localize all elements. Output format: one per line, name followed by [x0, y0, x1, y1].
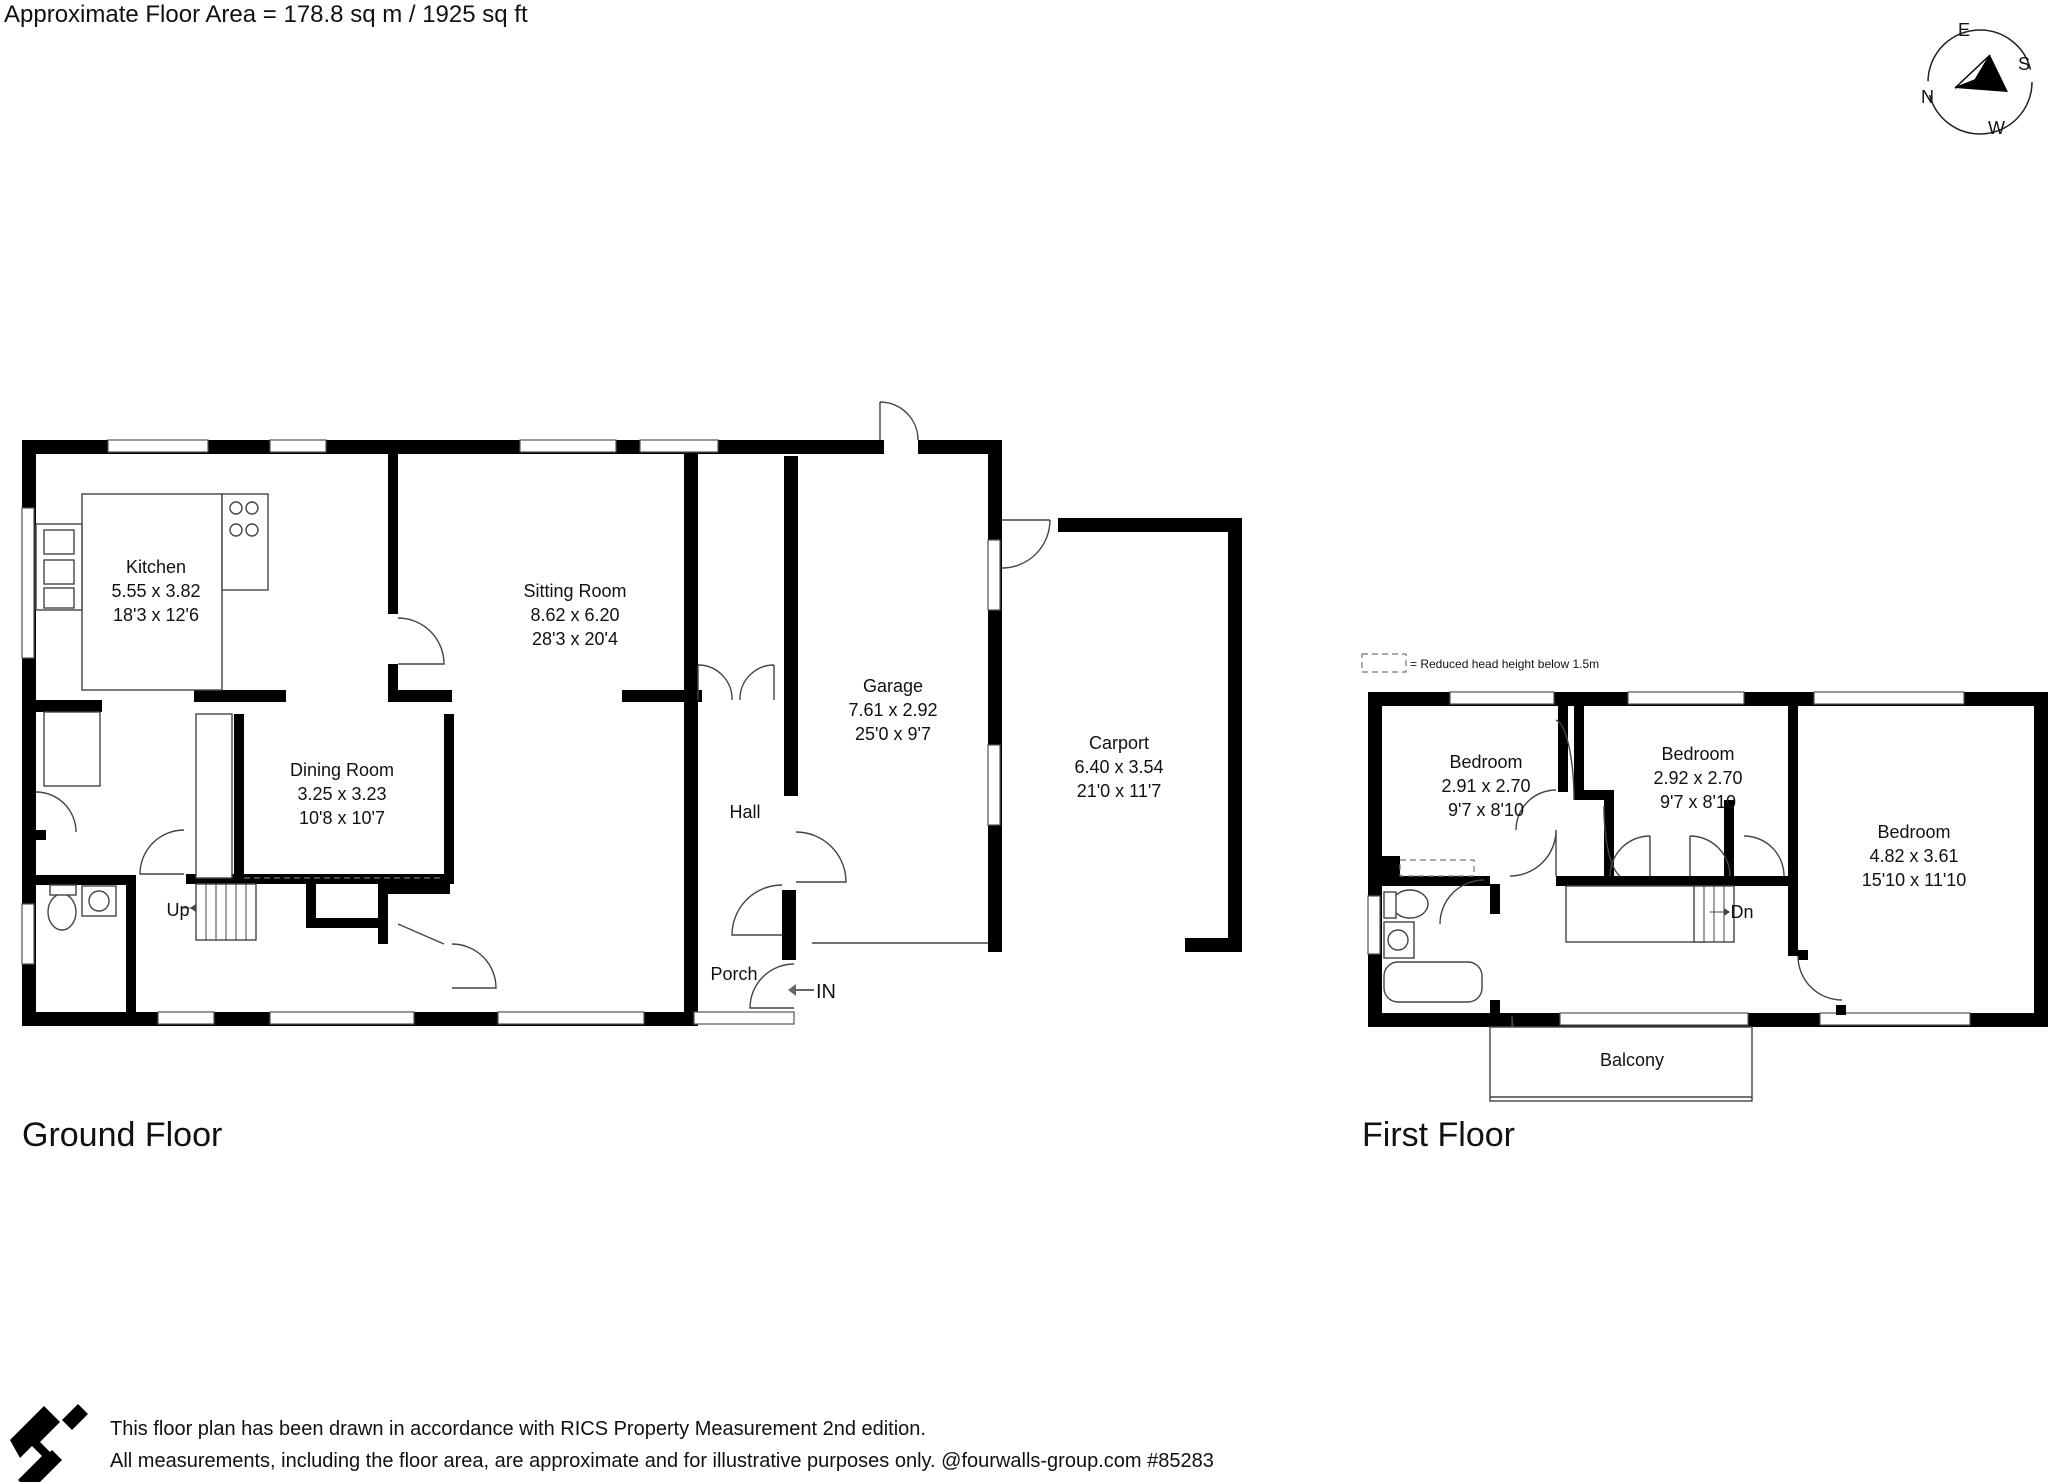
- dining-room-metric: 3.25 x 3.23: [297, 784, 386, 804]
- first-floor-title: First Floor: [1362, 1116, 1515, 1154]
- garage-metric: 7.61 x 2.92: [848, 700, 937, 720]
- carport-imperial: 21'0 x 11'7: [1077, 781, 1162, 801]
- footer-disclaimer-line1: This floor plan has been drawn in accord…: [110, 1418, 926, 1440]
- ground-floor-title: Ground Floor: [22, 1116, 222, 1154]
- dining-room-label: Dining Room 3.25 x 3.23 10'8 x 10'7: [290, 760, 394, 828]
- bedroom-3-imperial: 15'10 x 11'10: [1862, 870, 1967, 890]
- kitchen-imperial: 18'3 x 12'6: [113, 605, 199, 625]
- bedroom-1-imperial: 9'7 x 8'10: [1448, 800, 1524, 820]
- legend-swatch: [1361, 653, 1407, 673]
- bedroom-3-label: Bedroom 4.82 x 3.61 15'10 x 11'10: [1862, 822, 1967, 890]
- bedroom-2-metric: 2.92 x 2.70: [1653, 768, 1742, 788]
- carport-name: Carport: [1089, 733, 1149, 753]
- compass-west-label: W: [1988, 118, 2005, 138]
- compass-north-label: N: [1921, 87, 1934, 107]
- kitchen-metric: 5.55 x 3.82: [111, 581, 200, 601]
- sitting-room-name: Sitting Room: [523, 581, 626, 601]
- bedroom-2-name: Bedroom: [1661, 744, 1734, 764]
- sitting-room-metric: 8.62 x 6.20: [530, 605, 619, 625]
- hall-label: Hall: [729, 802, 760, 822]
- porch-label: Porch: [710, 964, 757, 984]
- kitchen-label: Kitchen 5.55 x 3.82 18'3 x 12'6: [111, 557, 200, 625]
- fourwalls-logo-icon: [10, 1404, 88, 1482]
- compass-south-label: S: [2018, 54, 2030, 74]
- bedroom-1-label: Bedroom 2.91 x 2.70 9'7 x 8'10: [1441, 752, 1530, 820]
- compass-icon: E S N W: [1921, 20, 2033, 138]
- floor-area-heading: Approximate Floor Area = 178.8 sq m / 19…: [4, 1, 528, 28]
- compass-east-label: E: [1958, 20, 1970, 40]
- bedroom-3-metric: 4.82 x 3.61: [1869, 846, 1958, 866]
- dining-room-name: Dining Room: [290, 760, 394, 780]
- bedroom-2-imperial: 9'7 x 8'10: [1660, 792, 1736, 812]
- sitting-room-imperial: 28'3 x 20'4: [532, 629, 618, 649]
- balcony-label: Balcony: [1600, 1050, 1664, 1070]
- carport-label: Carport 6.40 x 3.54 21'0 x 11'7: [1074, 733, 1163, 801]
- stairs-down-label: Dn: [1730, 902, 1753, 922]
- entrance-arrow-icon: [788, 984, 814, 996]
- footer-disclaimer-line2: All measurements, including the floor ar…: [110, 1450, 1214, 1472]
- bedroom-1-name: Bedroom: [1449, 752, 1522, 772]
- ground-floor-plan: [21, 401, 1242, 1026]
- bedroom-2-label: Bedroom 2.92 x 2.70 9'7 x 8'10: [1653, 744, 1742, 812]
- dining-room-imperial: 10'8 x 10'7: [299, 808, 385, 828]
- garage-name: Garage: [863, 676, 923, 696]
- first-floor-plan: [1361, 653, 2048, 1102]
- garage-imperial: 25'0 x 9'7: [855, 724, 931, 744]
- carport-metric: 6.40 x 3.54: [1074, 757, 1163, 777]
- legend-text: = Reduced head height below 1.5m: [1410, 657, 1599, 671]
- stairs-up-label: Up: [166, 900, 189, 920]
- bedroom-1-metric: 2.91 x 2.70: [1441, 776, 1530, 796]
- entrance-label: IN: [816, 981, 836, 1003]
- garage-label: Garage 7.61 x 2.92 25'0 x 9'7: [848, 676, 937, 744]
- sitting-room-label: Sitting Room 8.62 x 6.20 28'3 x 20'4: [523, 581, 626, 649]
- bedroom-3-name: Bedroom: [1877, 822, 1950, 842]
- kitchen-name: Kitchen: [126, 557, 186, 577]
